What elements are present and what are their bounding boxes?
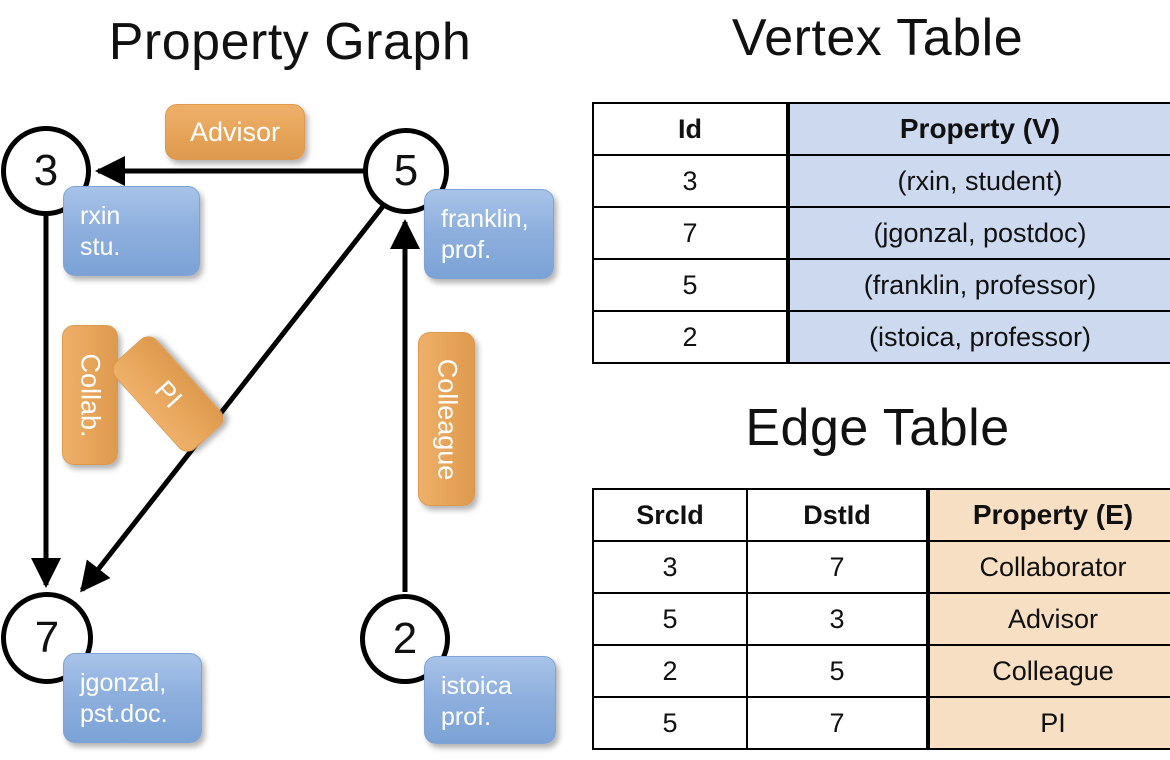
table-row[interactable]: 3 (rxin, student) (592, 154, 1170, 208)
edge-label-advisor-text: Advisor (189, 116, 281, 147)
vertex-cell-id: 7 (592, 206, 789, 260)
chip-franklin-line1: franklin, (441, 205, 529, 233)
edge-label-colleague-text: Colleague (432, 358, 462, 480)
graph-node-7-label: 7 (34, 613, 60, 662)
page-title-vertex-table: Vertex Table (731, 9, 1024, 67)
page-title-edge-table: Edge Table (745, 399, 1010, 457)
vertex-cell-property: (franklin, professor) (786, 258, 1170, 312)
edge-cell-property: Advisor (926, 592, 1170, 646)
edge-label-chip-colleague: Colleague (418, 332, 475, 506)
vertex-table-header-id: Id (592, 102, 789, 156)
vertex-cell-id: 2 (592, 310, 789, 364)
page-title-property-graph: Property Graph (108, 13, 472, 71)
chip-rxin-line2: stu. (80, 233, 121, 261)
edge-label-pi-text: PI (148, 374, 189, 414)
edge-table-header-dstid: DstId (746, 488, 929, 542)
edge-cell-dst: 7 (746, 696, 929, 750)
chip-rxin-line1: rxin (80, 202, 121, 230)
table-row[interactable]: 7 (jgonzal, postdoc) (592, 206, 1170, 260)
vertex-property-chip-istoica: istoica prof. (424, 656, 556, 744)
edge-cell-src: 3 (592, 540, 748, 594)
table-row[interactable]: 2 5 Colleague (592, 644, 1170, 698)
vertex-cell-id: 5 (592, 258, 789, 312)
vertex-cell-id: 3 (592, 154, 789, 208)
edge-cell-dst: 3 (746, 592, 929, 646)
table-row[interactable]: 5 7 PI (592, 696, 1170, 750)
edge-table-header-srcid: SrcId (592, 488, 748, 542)
edge-cell-src: 2 (592, 644, 748, 698)
graph-node-3-label: 3 (33, 146, 59, 195)
edge-cell-src: 5 (592, 696, 748, 750)
edge-table-header-property: Property (E) (926, 488, 1170, 542)
graph-node-5[interactable]: 5 (363, 128, 449, 214)
vertex-property-chip-franklin: franklin, prof. (424, 189, 554, 279)
vertex-table-header-row: Id Property (V) (592, 102, 1170, 156)
edge-5-to-7 (80, 203, 386, 593)
edge-cell-property: Colleague (926, 644, 1170, 698)
edge-cell-property: Collaborator (926, 540, 1170, 594)
vertex-cell-property: (rxin, student) (786, 154, 1170, 208)
vertex-cell-property: (istoica, professor) (786, 310, 1170, 364)
vertex-property-chip-jgonzal: jgonzal, pst.doc. (63, 653, 202, 743)
chip-jgonzal-line2: pst.doc. (80, 700, 168, 728)
edge-cell-dst: 5 (746, 644, 929, 698)
edge-label-chip-collab: Collab. (62, 325, 118, 465)
edge-cell-dst: 7 (746, 540, 929, 594)
edge-label-chip-advisor: Advisor (165, 104, 305, 160)
chip-jgonzal-line1: jgonzal, (80, 669, 167, 697)
table-row[interactable]: 2 (istoica, professor) (592, 310, 1170, 364)
chip-istoica-line2: prof. (441, 703, 492, 731)
edge-cell-property: PI (926, 696, 1170, 750)
vertex-table: Id Property (V) 3 (rxin, student) 7 (jgo… (592, 102, 1170, 364)
table-row[interactable]: 3 7 Collaborator (592, 540, 1170, 594)
chip-franklin-line2: prof. (441, 236, 492, 264)
graph-node-2[interactable]: 2 (360, 594, 450, 684)
graph-node-2-label: 2 (392, 614, 418, 663)
vertex-cell-property: (jgonzal, postdoc) (786, 206, 1170, 260)
chip-istoica-line1: istoica (441, 672, 512, 700)
edge-cell-src: 5 (592, 592, 748, 646)
table-row[interactable]: 5 (franklin, professor) (592, 258, 1170, 312)
vertex-property-chip-rxin: rxin stu. (63, 186, 200, 276)
table-row[interactable]: 5 3 Advisor (592, 592, 1170, 646)
graph-edges-svg (31, 156, 420, 593)
vertex-table-header-property: Property (V) (786, 102, 1170, 156)
edge-label-collab-text: Collab. (75, 352, 106, 438)
edge-table-header-row: SrcId DstId Property (E) (592, 488, 1170, 542)
edge-table: SrcId DstId Property (E) 3 7 Collaborato… (592, 488, 1170, 750)
graph-node-5-label: 5 (393, 146, 419, 195)
